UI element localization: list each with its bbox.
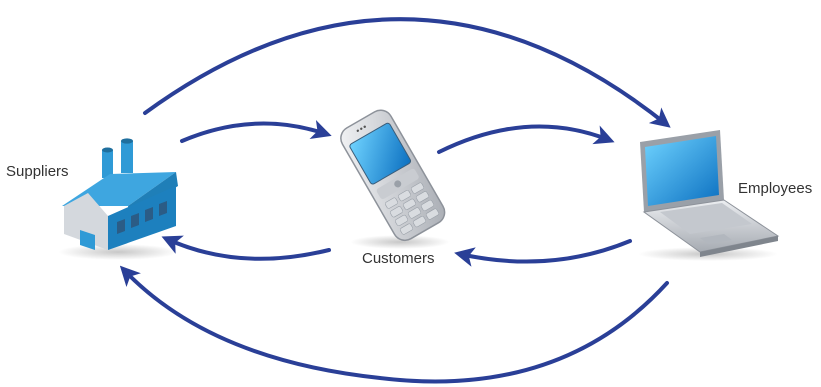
factory-icon: [58, 138, 178, 260]
employees-label: Employees: [738, 180, 813, 197]
arrow-suppliers-to-employees: [143, 17, 671, 128]
connection-arrows: [119, 17, 671, 384]
laptop-icon: [638, 130, 780, 261]
arrow-employees-to-suppliers: [119, 265, 669, 384]
arrow-customers-to-employees: [437, 124, 615, 154]
customers-label: Customers: [362, 250, 435, 267]
arrow-employees-to-customers: [454, 239, 632, 267]
suppliers-label: Suppliers: [6, 163, 69, 180]
arrow-suppliers-to-customers: [180, 120, 332, 143]
arrow-customers-to-suppliers: [161, 235, 331, 261]
mobile-phone-icon: [340, 109, 450, 249]
